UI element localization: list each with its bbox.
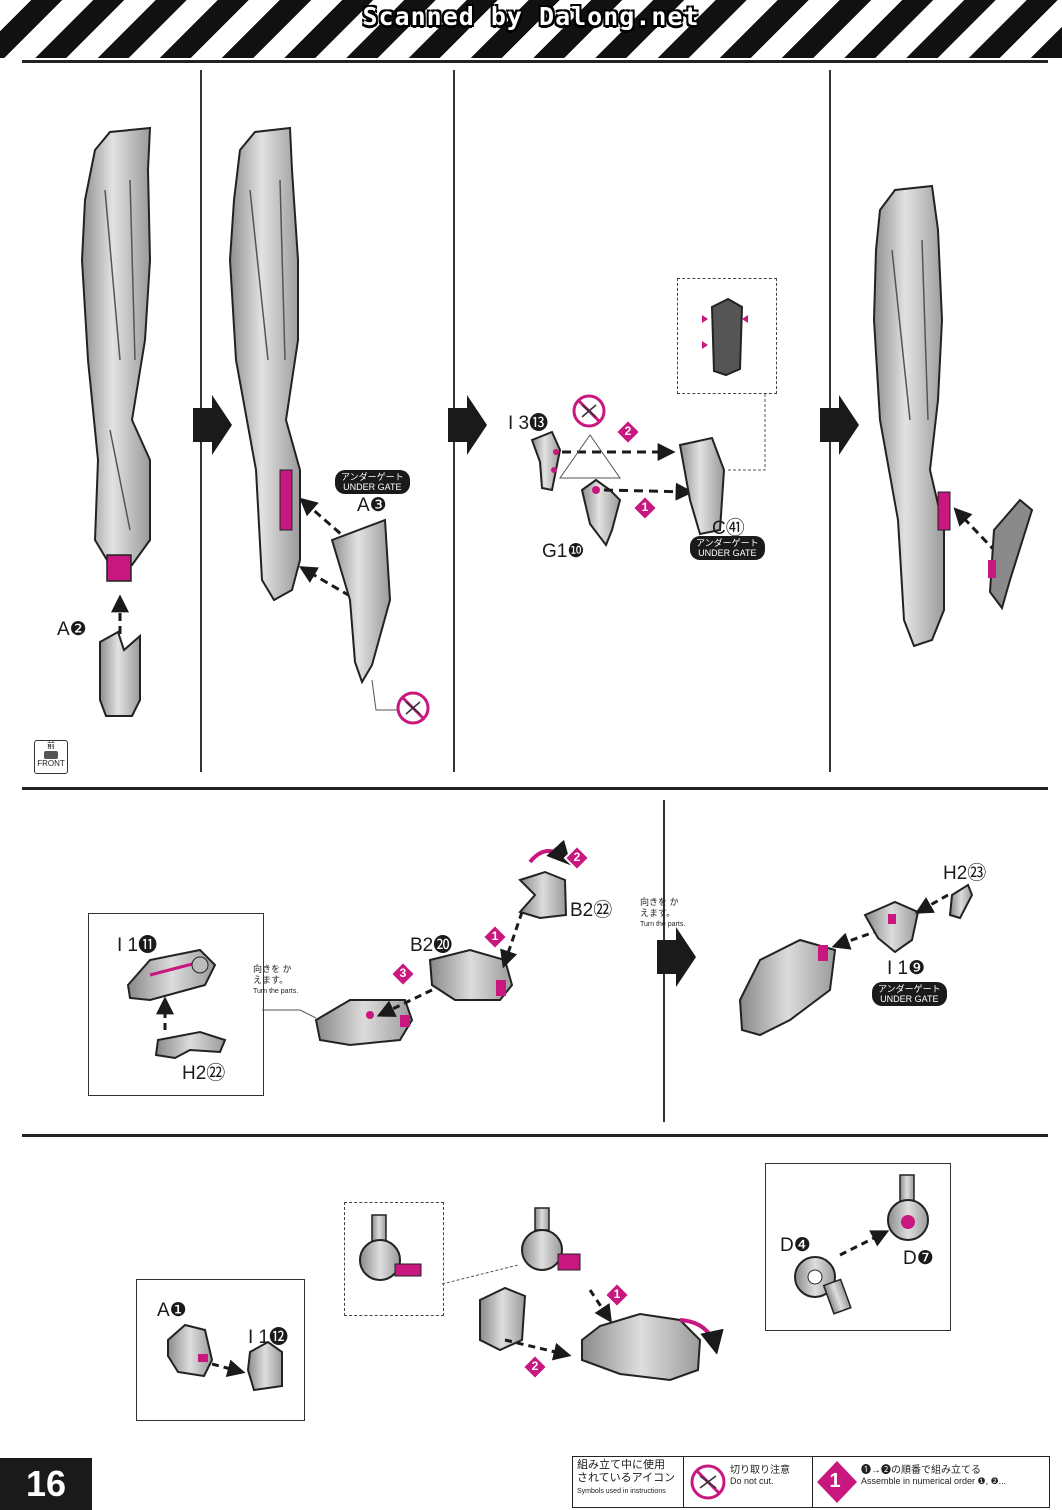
turn-parts-note: 向きを かえます。 Turn the parts. [253, 964, 299, 997]
leg-assembly-illustration [80, 126, 152, 582]
cut-label-jp: 切り取り注意 [730, 1465, 790, 1476]
detail-callout-box [344, 1202, 444, 1316]
step-number-label: 2 [573, 850, 581, 864]
symbols-legend: 組み立て中に使用 されているアイコン Symbols used in instr… [572, 1456, 1050, 1508]
front-indicator: 前 FRONT [34, 740, 68, 774]
legend-title: 組み立て中に使用 されているアイコン Symbols used in instr… [573, 1457, 683, 1507]
part-label-d4: D❹ [780, 1235, 811, 1256]
under-gate-jp: アンダーゲート [341, 472, 404, 482]
section-divider-1 [22, 787, 1048, 790]
magenta-joint [106, 554, 132, 582]
order-icon-number: 1 [829, 1470, 841, 1492]
step1-illustrations [80, 126, 1034, 725]
part-label-i13: I 3⓭ [508, 413, 549, 434]
legend-title-en: Symbols used in instructions [577, 1488, 666, 1495]
part-label-a3: A❸ [357, 495, 387, 516]
next-step-arrow [820, 395, 859, 455]
step-number-label: 2 [624, 424, 632, 438]
part-label-i12: I 1⓬ [248, 1327, 289, 1348]
front-label-jp: 前 [47, 741, 55, 750]
step-number-label: 1 [491, 929, 499, 943]
part-b22 [518, 870, 568, 920]
page-number: 16 [0, 1458, 92, 1510]
part-label-a1: A❶ [157, 1300, 187, 1321]
part-assembled [314, 999, 414, 1047]
step-number-badge [614, 418, 642, 446]
part-label-b20: B2⓴ [410, 935, 453, 956]
part-c41 [678, 436, 726, 536]
part-label-h22: H2㉒ [182, 1063, 226, 1084]
part-armor-plate [988, 498, 1034, 611]
do-not-cut-icon [572, 394, 606, 428]
part-h23 [948, 883, 974, 920]
part-ankle-guard [479, 1286, 527, 1352]
section-divider-2 [22, 1134, 1048, 1137]
part-a2 [99, 630, 141, 717]
step-number-label: 2 [531, 1359, 539, 1373]
step-number-label: 1 [613, 1287, 621, 1301]
part-label-i11: I 1⓫ [117, 935, 158, 956]
part-g1 [580, 478, 622, 548]
step-number-label: 3 [399, 966, 407, 980]
cut-label-en: Do not cut. [730, 1476, 774, 1486]
legend-order-item: 1 ❶→❷の順番で組み立てる Assemble in numerical ord… [811, 1457, 1049, 1507]
under-gate-en: UNDER GATE [880, 994, 939, 1004]
under-gate-jp: アンダーゲート [878, 984, 941, 994]
turn-parts-en: Turn the parts. [640, 921, 686, 928]
part-assembled-foot [738, 938, 837, 1037]
scan-watermark-title: Scanned by Dalong.net [362, 2, 700, 31]
part-i3 [530, 430, 562, 492]
magenta-joint [279, 469, 293, 531]
part-label-c41: C㊶ [712, 518, 745, 539]
legend-title-jp: 組み立て中に使用 されているアイコン [577, 1459, 676, 1484]
under-gate-en: UNDER GATE [698, 548, 757, 558]
next-step-arrow [193, 395, 232, 455]
do-not-cut-icon [396, 691, 430, 725]
leg-assembly-illustration [228, 126, 301, 602]
part-label-h23: H2㉓ [943, 863, 987, 884]
step-number-badge [631, 494, 659, 522]
part-foot [581, 1312, 702, 1382]
part-b20 [428, 948, 514, 1001]
front-icon [44, 751, 58, 759]
under-gate-en: UNDER GATE [343, 482, 402, 492]
part-label-i19: I 1❾ [887, 958, 926, 979]
do-not-cut-icon [690, 1464, 726, 1500]
magenta-joint [937, 491, 951, 531]
header-rule [22, 60, 1048, 63]
under-gate-jp: アンダーゲート [696, 538, 759, 548]
part-i19 [863, 900, 920, 954]
legend-cut-item: 切り取り注意 Do not cut. [683, 1457, 813, 1507]
detail-callout-box [677, 278, 777, 394]
turn-parts-jp: 向きを かえます。 [253, 964, 292, 985]
order-label-jp: ❶→❷の順番で組み立てる [861, 1465, 981, 1476]
turn-parts-jp: 向きを かえます。 [640, 897, 679, 918]
sub-assembly-inset [88, 913, 264, 1096]
order-label-en: Assemble in numerical order ❶, ❷... [861, 1476, 1007, 1486]
order-number-icon [817, 1461, 857, 1503]
next-step-arrow [448, 395, 487, 455]
part-label-g10: G1❿ [542, 541, 585, 562]
column-divider [663, 800, 665, 1122]
part-label-b22: B2㉒ [570, 900, 613, 921]
front-label: FRONT [37, 759, 65, 768]
turn-parts-note: 向きを かえます。 Turn the parts. [640, 897, 686, 930]
part-label-d7: D❼ [903, 1248, 934, 1269]
turn-parts-en: Turn the parts. [253, 988, 299, 995]
step-number-label: 1 [641, 500, 649, 514]
part-label-a2: A❷ [57, 619, 87, 640]
hazard-stripe-header [0, 0, 1062, 58]
part-a3 [330, 518, 392, 685]
leg-assembly-illustration [872, 184, 951, 648]
